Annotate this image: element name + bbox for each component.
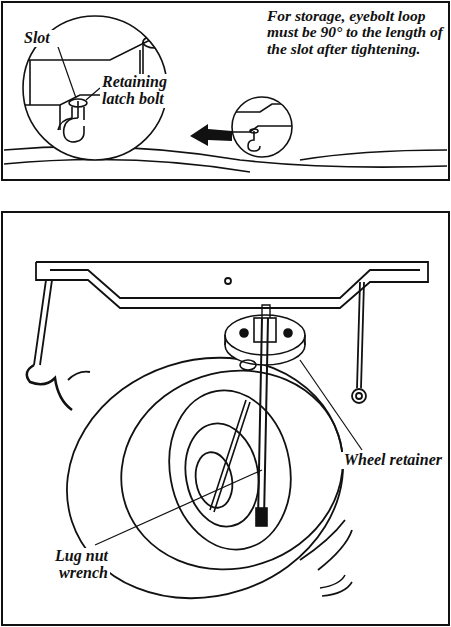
- leader-line: [86, 88, 100, 100]
- leader-line: [300, 360, 362, 450]
- direction-arrow: [190, 124, 232, 146]
- lug-nut-wrench: [256, 305, 270, 526]
- j-bolt: [210, 400, 250, 512]
- part-label: Wheel retainer: [340, 452, 444, 469]
- bracket-small: [232, 104, 295, 151]
- leader-line: [57, 44, 76, 98]
- small-circle: [232, 97, 292, 157]
- strap: [320, 575, 352, 596]
- part-label: Lug nut wrench: [36, 548, 110, 582]
- panel-frame: [2, 2, 449, 180]
- part-label: Retaining latch bolt: [100, 74, 170, 108]
- wheel-retainer: [225, 315, 305, 370]
- storage-note: For storage, eyebolt loop must be 90° to…: [265, 8, 447, 57]
- hook: [27, 365, 72, 410]
- bracket-detail: [20, 36, 175, 142]
- leader-line: [95, 470, 262, 545]
- spare-tire: [35, 323, 374, 627]
- part-label: Slot: [22, 30, 66, 47]
